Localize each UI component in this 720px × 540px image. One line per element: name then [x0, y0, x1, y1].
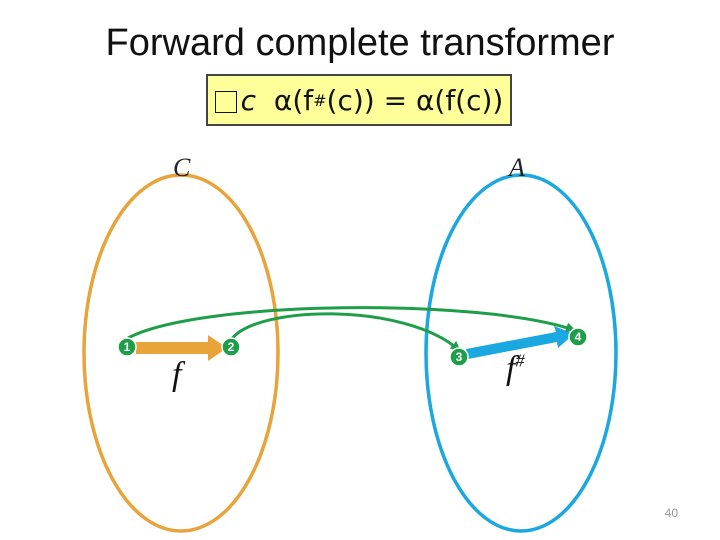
svg-text:4: 4	[575, 330, 582, 344]
marker-4: 4	[568, 327, 588, 347]
formula-rest: (c)) = α(f(c))	[326, 83, 504, 117]
page-number: 40	[664, 506, 678, 520]
f-sharp-arrow	[466, 326, 574, 359]
formula-sharp: #	[313, 90, 327, 110]
svg-text:3: 3	[456, 350, 463, 364]
abstract-set-ellipse	[424, 173, 618, 533]
f-sharp-base: f	[506, 350, 516, 387]
concrete-set-ellipse	[82, 173, 280, 533]
slide-title: Forward complete transformer	[105, 22, 615, 64]
marker-3: 3	[449, 347, 469, 367]
formula-var: c	[240, 83, 257, 117]
alpha-arrow-1-to-4	[127, 306, 576, 340]
forall-box-icon	[214, 91, 237, 113]
f-arrow	[136, 335, 227, 361]
marker-1: 1	[117, 337, 137, 357]
concrete-set-label: C	[173, 153, 191, 182]
formula-box: c α(f#(c)) = α(f(c))	[206, 74, 512, 126]
f-sharp-sup: #	[515, 350, 525, 371]
marker-2: 2	[221, 337, 241, 357]
f-sharp-label: f#	[506, 350, 524, 388]
svg-text:2: 2	[228, 340, 235, 354]
alpha-arrow-2-to-3	[229, 312, 461, 352]
formula-lhs-prefix: α(f	[273, 83, 314, 117]
svg-text:1: 1	[124, 340, 131, 354]
abstract-set-label: A	[509, 153, 525, 182]
f-label: f	[172, 356, 182, 393]
